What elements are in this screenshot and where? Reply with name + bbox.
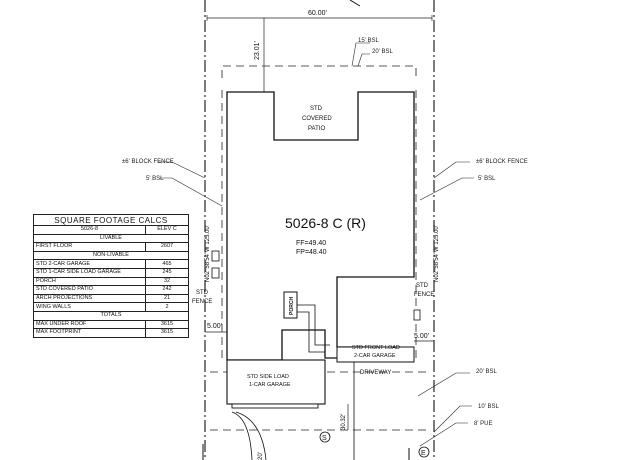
rear-setback-dimension (261, 18, 267, 93)
fence-right-label-1: STD (416, 283, 429, 289)
top-dimension (206, 15, 433, 21)
lot-top-line (349, 0, 361, 7)
callout-15-bsl: 15' BSL (358, 38, 379, 44)
row-label: MAX UNDER ROOF (33, 319, 146, 330)
callout-10-bsl-front: 10' BSL (478, 404, 499, 410)
fence-right-label-2: FENCE (414, 292, 434, 298)
curb-marks (202, 444, 410, 460)
electric-symbol-circle (418, 446, 430, 458)
fence-left-label-1: STD (196, 290, 209, 296)
patio-label-2: COVERED (302, 116, 332, 122)
dim-rear-setback-text: 23.01' (254, 41, 261, 60)
row-value: 3615 (145, 328, 189, 338)
dim-right-side: 5.00' (414, 333, 429, 340)
sqft-elev: ELEV C (145, 225, 189, 235)
side-dimensions (205, 331, 434, 342)
row-label: STD 2-CAR GARAGE (33, 259, 146, 269)
row-label: FIRST FLOOR (33, 242, 146, 252)
callout-5bsl-right: 5' BSL (478, 176, 496, 182)
ff-label: FF=49.40 (296, 240, 326, 247)
row-value: 32 (145, 276, 189, 287)
dim-left-side: 5.00' (207, 323, 222, 330)
row-value: 465 (145, 259, 189, 269)
callout-20-bsl: 20' BSL (372, 49, 393, 55)
driveway-label: DRIVEWAY (360, 370, 391, 376)
sqft-plan: 5026-8 (33, 225, 146, 235)
sewer-symbol-circle (319, 431, 331, 443)
garage-door-bar (231, 403, 319, 409)
front-garage (336, 346, 415, 363)
side-garage-label-2: 1-CAR GARAGE (249, 382, 291, 388)
row-label: MAX FOOTPRINT (33, 328, 146, 338)
side-garage-label-1: STD SIDE LOAD (247, 374, 289, 380)
dim-top-text: 60.00' (308, 10, 327, 17)
callout-pue: 8' PUE (474, 421, 493, 427)
side-garage (226, 359, 326, 405)
fp-label: FP=48.40 (296, 249, 327, 256)
row-value: 242 (145, 285, 189, 295)
lot-boundary (204, 0, 435, 460)
dim-front-setback: 30.32' (341, 414, 347, 430)
patio-outline (273, 92, 359, 140)
walkway (281, 304, 330, 360)
right-leaders (417, 161, 474, 447)
dim-bottom-partial: 20' (258, 452, 264, 460)
patio-label-3: PATIO (308, 126, 325, 132)
row-label: PORCH (33, 276, 146, 287)
callout-fence-right: ±6' BLOCK FENCE (476, 159, 528, 165)
row-value: 2 (145, 302, 189, 312)
top-leaders (351, 42, 370, 67)
row-value: 245 (145, 267, 189, 278)
sqft-nonlivable-header: NON-LIVABLE (33, 250, 189, 261)
row-label: ARCH PROJECTIONS (33, 293, 146, 304)
patio-label-1: STD (310, 106, 323, 112)
left-leaders (158, 161, 223, 207)
row-label: WING WALLS (33, 302, 146, 312)
sqft-title: SQUARE FOOTAGE CALCS (33, 214, 189, 226)
callout-20-bsl-front: 20' BSL (476, 369, 497, 375)
driveway-curves (231, 362, 355, 460)
bearing-left: N02°58'54"W 125.00' (205, 225, 211, 282)
callout-5bsl-left: 5' BSL (146, 176, 164, 182)
row-label: STD 1-CAR SIDE LOAD GARAGE (33, 267, 146, 278)
porch-label: PORCH (289, 297, 295, 315)
sewer-symbol: S (322, 435, 327, 442)
bearing-right: N02°58'54"W 125.00' (434, 225, 440, 282)
row-value: 21 (145, 293, 189, 304)
front-garage-label-2: 2-CAR GARAGE (354, 353, 396, 359)
fence-markers (211, 250, 421, 321)
electric-symbol: E (421, 450, 426, 457)
row-value: 2607 (145, 242, 189, 252)
front-garage-label-1: STD FRONT LOAD (352, 345, 400, 351)
fence-left-label-2: FENCE (192, 299, 212, 305)
sqft-totals-header: TOTALS (33, 310, 189, 321)
model-label: 5026-8 C (R) (285, 215, 366, 231)
row-label: STD COVERED PATIO (33, 285, 146, 295)
row-value: 3615 (145, 319, 189, 330)
callout-fence-left: ±6' BLOCK FENCE (122, 159, 174, 165)
sqft-livable-header: LIVABLE (33, 233, 189, 244)
